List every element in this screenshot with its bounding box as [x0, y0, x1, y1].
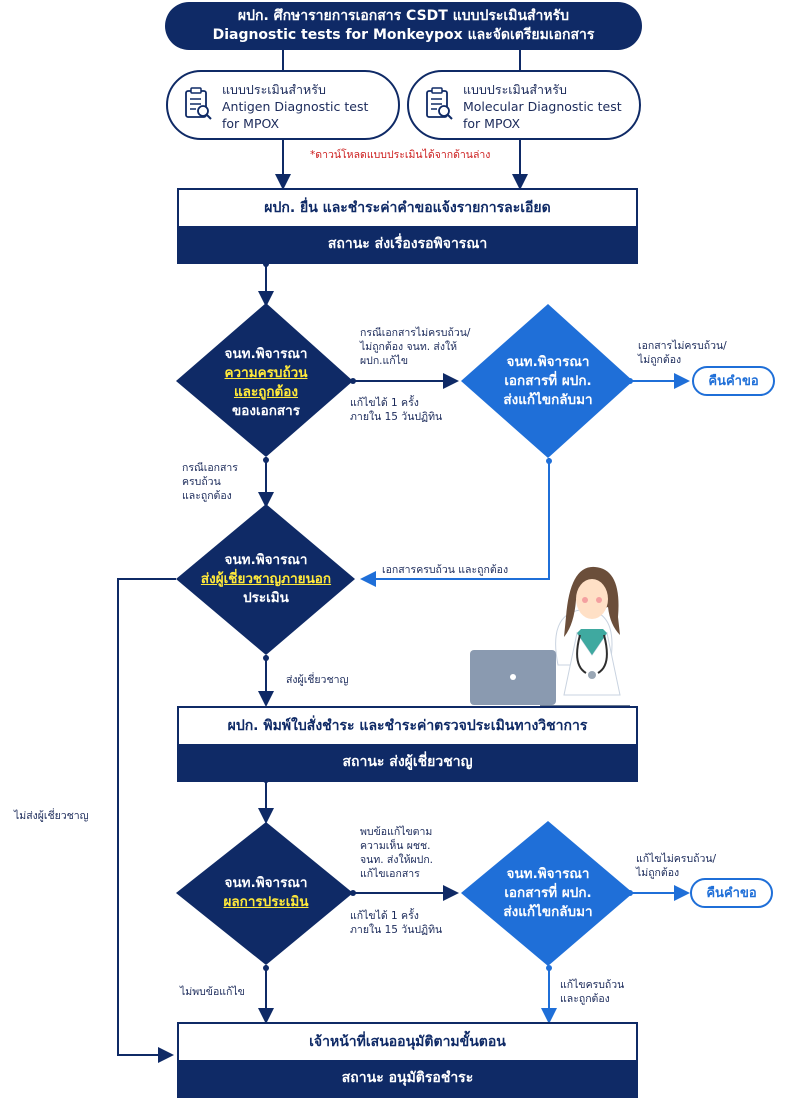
assessment-result-text: จนท.พิจารณา ผลการประเมิน: [186, 874, 346, 912]
label-fix-incomplete: แก้ไขไม่ครบถ้วน/ ไม่ถูกต้อง: [636, 852, 716, 880]
ok-line-2: ครบถ้วน: [182, 476, 221, 488]
d3-line-2: ส่งผู้เชี่ยวชาญภายนอก: [200, 571, 332, 587]
d2-line-3: ส่งแก้ไขกลับมา: [503, 392, 593, 408]
fincomplete-line-2: ไม่ถูกต้อง: [636, 867, 680, 879]
d1-line-4: ของเอกสาร: [232, 403, 300, 419]
decision-external-expert-diamond: [176, 504, 355, 655]
once2-line-2: ภายใน 15 วันปฏิทิน: [350, 924, 443, 936]
label-docs-complete-return: เอกสารครบถ้วน และถูกต้อง: [382, 564, 509, 576]
d4-line-2: ผลการประเมิน: [223, 894, 309, 910]
fincomplete-line-1: แก้ไขไม่ครบถ้วน/: [636, 853, 717, 865]
label-send-expert: ส่งผู้เชี่ยวชาญ: [286, 674, 349, 686]
incomplete-line-1: เอกสารไม่ครบถ้วน/: [638, 340, 727, 352]
antigen-line-2: Antigen Diagnostic test: [222, 99, 369, 114]
d2-line-2: เอกสารที่ ผปก.: [504, 373, 592, 389]
submit-status: สถานะ ส่งเรื่องรอพิจารณา: [179, 226, 636, 262]
label-docs-incomplete: เอกสารไม่ครบถ้วน/ ไม่ถูกต้อง: [638, 339, 727, 367]
resubmitted-docs-text: จนท.พิจารณา เอกสารที่ ผปก. ส่งแก้ไขกลับม…: [478, 353, 618, 410]
checklist-icon: [185, 87, 212, 120]
label-fix-complete: แก้ไขครบถ้วน และถูกต้อง: [560, 978, 624, 1006]
d5-line-1: จนท.พิจารณา: [506, 866, 590, 882]
step-study-documents: ผปก. ศึกษารายการเอกสาร CSDT แบบประเมินสำ…: [165, 2, 642, 50]
fcomplete-line-2: และถูกต้อง: [560, 993, 610, 1005]
step-propose-approval: เจ้าหน้าที่เสนออนุมัติตามขั้นตอน สถานะ อ…: [177, 1022, 638, 1098]
study-line-1: ผปก. ศึกษารายการเอกสาร CSDT แบบประเมินสำ…: [237, 8, 570, 24]
fix-line-1: กรณีเอกสารไม่ครบถ้วน/: [360, 327, 471, 339]
doctor-illustration: [470, 566, 630, 710]
once-line-1: แก้ไขได้ 1 ครั้ง: [350, 397, 419, 409]
fix-line-2: ไม่ถูกต้อง จนท. ส่งให้: [360, 341, 458, 353]
pay-title: ผปก. พิมพ์ใบสั่งชำระ และชำระค่าตรวจประเม…: [179, 708, 636, 744]
once2-line-1: แก้ไขได้ 1 ครั้ง: [350, 910, 419, 922]
incomplete-line-2: ไม่ถูกต้อง: [638, 354, 682, 366]
submit-title: ผปก. ยื่น และชำระค่าคำขอแจ้งรายการละเอีย…: [179, 190, 636, 226]
d1-line-2: ความครบถ้วน: [224, 365, 308, 381]
molecular-line-2: Molecular Diagnostic test: [463, 99, 622, 114]
d5-line-3: ส่งแก้ไขกลับมา: [503, 904, 593, 920]
d5-line-2: เอกสารที่ ผปก.: [504, 885, 592, 901]
efix-line-1: พบข้อแก้ไขตาม: [360, 826, 433, 838]
label-no-expert: ไม่ส่งผู้เชี่ยวชาญ: [14, 810, 89, 822]
study-line-2: Diagnostic tests for Monkeypox และจัดเตร…: [212, 27, 595, 43]
ok-line-3: และถูกต้อง: [182, 490, 232, 502]
d4-line-1: จนท.พิจารณา: [224, 875, 308, 891]
fix-line-3: ผปก.แก้ไข: [360, 355, 409, 367]
decision-resubmitted-fix-diamond: [461, 821, 633, 966]
efix-line-4: แก้ไขเอกสาร: [360, 868, 420, 880]
fcomplete-line-1: แก้ไขครบถ้วน: [560, 979, 625, 991]
d1-line-1: จนท.พิจารณา: [224, 346, 308, 362]
label-expert-fix: พบข้อแก้ไขตาม ความเห็น ผชช. จนท. ส่งให้ผ…: [360, 825, 433, 881]
return-request-button[interactable]: คืนคำขอ: [692, 366, 775, 396]
decision-completeness-diamond: [176, 303, 353, 457]
completeness-text: จนท.พิจารณา ความครบถ้วน และถูกต้อง ของเอ…: [186, 345, 346, 421]
final-status: สถานะ อนุมัติรอชำระ: [179, 1060, 636, 1096]
molecular-line-1: แบบประเมินสำหรับ: [463, 82, 567, 97]
efix-line-2: ความเห็น ผชช.: [360, 840, 431, 852]
final-title: เจ้าหน้าที่เสนออนุมัติตามขั้นตอน: [179, 1024, 636, 1060]
step-pay-assessment: ผปก. พิมพ์ใบสั่งชำระ และชำระค่าตรวจประเม…: [177, 706, 638, 782]
label-fix-once-2: แก้ไขได้ 1 ครั้ง ภายใน 15 วันปฏิทิน: [350, 909, 442, 937]
d1-line-3: และถูกต้อง: [233, 384, 299, 400]
molecular-assessment-form[interactable]: แบบประเมินสำหรับ Molecular Diagnostic te…: [407, 70, 641, 140]
download-note: *ดาวน์โหลดแบบประเมินได้จากด้านล่าง: [310, 149, 491, 161]
d3-line-3: ประเมิน: [243, 590, 289, 606]
antigen-line-3: for MPOX: [222, 116, 280, 131]
antigen-assessment-form[interactable]: แบบประเมินสำหรับ Antigen Diagnostic test…: [166, 70, 400, 140]
d2-line-1: จนท.พิจารณา: [506, 354, 590, 370]
once-line-2: ภายใน 15 วันปฏิทิน: [350, 411, 443, 423]
molecular-line-3: for MPOX: [463, 116, 521, 131]
resubmitted-fix-text: จนท.พิจารณา เอกสารที่ ผปก. ส่งแก้ไขกลับม…: [478, 865, 618, 922]
efix-line-3: จนท. ส่งให้ผปก.: [360, 854, 434, 866]
checklist-icon: [426, 87, 453, 120]
antigen-line-1: แบบประเมินสำหรับ: [222, 82, 326, 97]
external-expert-text: จนท.พิจารณา ส่งผู้เชี่ยวชาญภายนอก ประเมิ…: [178, 551, 354, 608]
label-no-fix: ไม่พบข้อแก้ไข: [180, 986, 245, 998]
label-documents-complete: กรณีเอกสาร ครบถ้วน และถูกต้อง: [182, 461, 238, 503]
d3-line-1: จนท.พิจารณา: [224, 552, 308, 568]
decision-assessment-result-diamond: [176, 822, 353, 965]
step-submit-request: ผปก. ยื่น และชำระค่าคำขอแจ้งรายการละเอีย…: [177, 188, 638, 264]
ok-line-1: กรณีเอกสาร: [182, 462, 238, 474]
pay-status: สถานะ ส่งผู้เชี่ยวชาญ: [179, 744, 636, 780]
decision-resubmitted-docs-diamond: [461, 304, 633, 458]
label-fix-once: แก้ไขได้ 1 ครั้ง ภายใน 15 วันปฏิทิน: [350, 396, 442, 424]
return-request-button-2[interactable]: คืนคำขอ: [690, 878, 773, 908]
label-send-back-for-fix: กรณีเอกสารไม่ครบถ้วน/ ไม่ถูกต้อง จนท. ส่…: [360, 326, 470, 368]
